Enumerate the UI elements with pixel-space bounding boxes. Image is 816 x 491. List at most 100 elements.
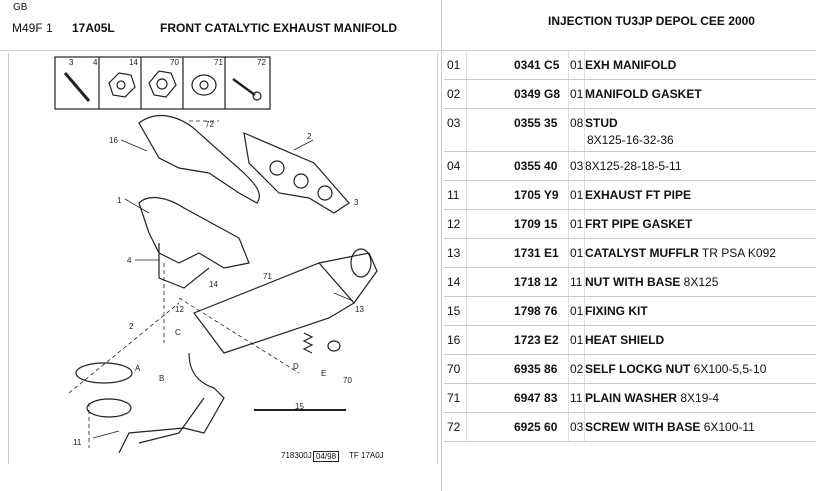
- part-index: 16: [447, 333, 461, 347]
- diagram-code: TF 17A0J: [349, 451, 384, 460]
- parts-row[interactable]: 15 1798 76 01 FIXING KIT: [444, 297, 816, 326]
- part-description: FRT PIPE GASKET: [585, 217, 693, 231]
- part-index: 01: [447, 58, 461, 72]
- hardware-legend-box: [54, 56, 271, 110]
- callout-D: D: [293, 362, 299, 371]
- callout-4b: 4: [127, 256, 132, 265]
- header-right: INJECTION TU3JP DEPOL CEE 2000: [444, 0, 816, 50]
- part-index: 11: [447, 188, 460, 202]
- callout-72: 72: [257, 58, 266, 67]
- callout-16: 16: [109, 136, 118, 145]
- callout-E: E: [321, 369, 326, 378]
- callout-3: 3: [69, 58, 74, 67]
- part-index: 13: [447, 246, 461, 260]
- engine-title: INJECTION TU3JP DEPOL CEE 2000: [548, 14, 755, 28]
- part-index: 04: [447, 159, 461, 173]
- group-code: 17A05L: [72, 21, 115, 35]
- part-reference: 0355 40: [514, 159, 558, 173]
- part-reference: 0355 35: [514, 116, 558, 130]
- page-title: FRONT CATALYTIC EXHAUST MANIFOLD: [160, 21, 398, 35]
- callout-B: B: [159, 374, 164, 383]
- part-reference: 1718 12: [514, 275, 558, 289]
- catalytic-converter-shape: [193, 262, 355, 354]
- callout-13: 13: [355, 305, 364, 314]
- part-quantity: 08: [570, 116, 584, 130]
- part-quantity: 01: [570, 58, 584, 72]
- part-description: NUT WITH BASE 8X125: [585, 275, 719, 289]
- part-quantity: 01: [570, 188, 584, 202]
- part-index: 02: [447, 87, 461, 101]
- callout-14: 14: [129, 58, 138, 67]
- parts-row[interactable]: 01 0341 C5 01 EXH MANIFOLD: [444, 51, 816, 80]
- heat-shield-shape: [138, 114, 260, 204]
- part-description: FIXING KIT: [585, 304, 648, 318]
- part-reference: 0341 C5: [514, 58, 560, 72]
- part-spec: 8X125-16-32-36: [587, 133, 674, 147]
- column-rule: [568, 51, 569, 441]
- part-description: MANIFOLD GASKET: [585, 87, 702, 101]
- callout-2a: 2: [307, 132, 312, 141]
- part-spec: 8X125: [683, 275, 719, 289]
- part-quantity: 01: [570, 333, 584, 347]
- part-spec: 6X100-11: [703, 420, 755, 434]
- part-quantity: 03: [570, 159, 584, 173]
- part-description: SELF LOCKG NUT 6X100-5,5-10: [585, 362, 767, 376]
- parts-row[interactable]: 14 1718 12 11 NUT WITH BASE 8X125: [444, 268, 816, 297]
- diagram-ref: 718300J: [281, 451, 312, 460]
- part-description: SCREW WITH BASE 6X100-11: [585, 420, 755, 434]
- callout-2: 2: [129, 322, 134, 331]
- parts-row[interactable]: 72 6925 60 03 SCREW WITH BASE 6X100-11: [444, 413, 816, 442]
- part-index: 03: [447, 116, 461, 130]
- parts-row[interactable]: 16 1723 E2 01 HEAT SHIELD: [444, 326, 816, 355]
- column-divider: [441, 0, 442, 491]
- parts-row[interactable]: 70 6935 86 02 SELF LOCKG NUT 6X100-5,5-1…: [444, 355, 816, 384]
- parts-row[interactable]: 03 0355 35 08 STUD 8X125-16-32-36: [444, 109, 816, 152]
- part-spec: 6X100-5,5-10: [693, 362, 767, 376]
- callout-15: 15: [295, 402, 304, 411]
- part-description: CATALYST MUFFLR TR PSA K092: [585, 246, 776, 260]
- callout-71b: 71: [263, 272, 272, 281]
- part-reference: 1798 76: [514, 304, 558, 318]
- part-quantity: 11: [570, 275, 583, 289]
- part-quantity: 01: [570, 87, 584, 101]
- parts-row[interactable]: 71 6947 83 11 PLAIN WASHER 8X19-4: [444, 384, 816, 413]
- part-quantity: 11: [570, 391, 583, 405]
- model-code: M49F 1: [12, 21, 53, 35]
- callout-3b: 3: [354, 198, 359, 207]
- part-reference: 1731 E1: [514, 246, 559, 260]
- part-index: 72: [447, 420, 461, 434]
- manifold-shape: [138, 196, 250, 269]
- part-spec: 8X19-4: [680, 391, 720, 405]
- callout-4: 4: [93, 58, 98, 67]
- part-reference: 6935 86: [514, 362, 558, 376]
- callout-1: 1: [117, 196, 122, 205]
- part-description: PLAIN WASHER 8X19-4: [585, 391, 720, 405]
- parts-row[interactable]: 02 0349 G8 01 MANIFOLD GASKET: [444, 80, 816, 109]
- part-quantity: 01: [570, 304, 584, 318]
- fixing-kit-strip: [254, 409, 346, 411]
- part-spec: 8X125-28-18-5-11: [585, 159, 682, 173]
- exploded-diagram: 3 4 14 70 71 72 16 2 1 4 72 3 71 14 13 1…: [8, 53, 438, 464]
- callout-70b: 70: [343, 376, 352, 385]
- parts-row[interactable]: 04 0355 40 03 8X125-28-18-5-11: [444, 152, 816, 181]
- part-description: EXH MANIFOLD: [585, 58, 677, 72]
- column-rule: [466, 51, 467, 441]
- part-reference: 1709 15: [514, 217, 558, 231]
- callout-72b: 72: [205, 120, 214, 129]
- part-quantity: 03: [570, 420, 584, 434]
- part-index: 15: [447, 304, 461, 318]
- parts-row[interactable]: 11 1705 Y9 01 EXHAUST FT PIPE: [444, 181, 816, 210]
- part-index: 14: [447, 275, 461, 289]
- part-reference: 1705 Y9: [514, 188, 559, 202]
- diagram-drawing: 3 4 14 70 71 72 16 2 1 4 72 3 71 14 13 1…: [54, 56, 378, 454]
- part-index: 71: [447, 391, 461, 405]
- parts-row[interactable]: 13 1731 E1 01 CATALYST MUFFLR TR PSA K09…: [444, 239, 816, 268]
- diagram-date: 04/98: [313, 451, 340, 462]
- header-divider: [0, 50, 816, 51]
- callout-C: C: [175, 328, 181, 337]
- parts-row[interactable]: 12 1709 15 01 FRT PIPE GASKET: [444, 210, 816, 239]
- callout-70: 70: [170, 58, 179, 67]
- front-pipe-shape: [118, 352, 225, 454]
- part-description: EXHAUST FT PIPE: [585, 188, 692, 202]
- part-reference: 6947 83: [514, 391, 558, 405]
